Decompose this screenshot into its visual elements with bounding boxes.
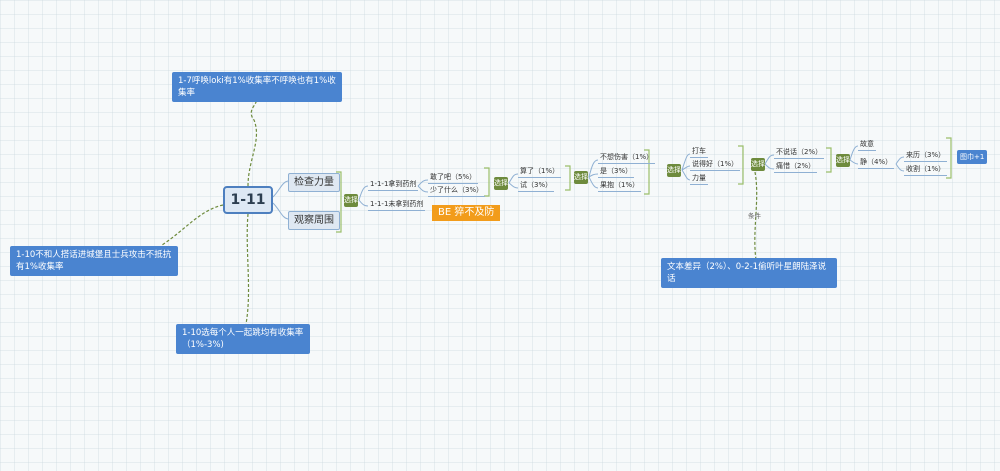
option-missing[interactable]: 少了什么（3%）: [428, 186, 486, 197]
option-not-take-potion[interactable]: 1-1-1未拿到药剂: [368, 200, 426, 211]
option-drink[interactable]: 敢了吧（5%）: [428, 173, 479, 184]
end-badge[interactable]: 图巾+1: [957, 150, 988, 164]
callout-top[interactable]: 1-7呼唤loki有1%收集率不呼唤也有1%收集率: [172, 72, 342, 102]
branch-check-strength[interactable]: 检查力量: [288, 173, 340, 192]
option-forget-it[interactable]: 算了（1%）: [518, 167, 562, 178]
choice-tag-6[interactable]: 选择: [836, 154, 850, 167]
option-pity[interactable]: 痛惜（2%）: [774, 162, 818, 173]
root-node[interactable]: 1-11: [223, 186, 273, 214]
choice-tag-5[interactable]: 选择: [751, 158, 765, 171]
option-well-said[interactable]: 说得好（1%）: [690, 160, 741, 171]
option-no-hurt[interactable]: 不想伤害（1%）: [598, 153, 656, 164]
option-yes[interactable]: 是（3%）: [598, 167, 635, 178]
option-power[interactable]: 力量: [690, 174, 708, 185]
option-quiet[interactable]: 静（4%）: [858, 158, 895, 169]
option-no-speak[interactable]: 不说话（2%）: [774, 148, 825, 159]
callout-right[interactable]: 文本差异（2%）、0-2-1偷听叶星朗陆泽说话: [661, 258, 837, 288]
choice-tag-3[interactable]: 选择: [574, 171, 588, 184]
option-resist[interactable]: 果抱（1%）: [598, 181, 642, 192]
choice-tag-2[interactable]: 选择: [494, 177, 508, 190]
option-try[interactable]: 试（3%）: [518, 181, 555, 192]
choice-tag-4[interactable]: 选择: [667, 164, 681, 177]
option-fight[interactable]: 打车: [690, 147, 708, 158]
condition-label: 条件: [748, 212, 761, 220]
option-origin[interactable]: 来历（3%）: [904, 151, 948, 162]
callout-left[interactable]: 1-10不和人搭话进城堡且士兵攻击不抵抗有1%收集率: [10, 246, 178, 276]
branch-observe-surroundings[interactable]: 观察周围: [288, 211, 340, 230]
option-take-potion[interactable]: 1-1-1拿到药剂: [368, 180, 419, 191]
choice-tag-1[interactable]: 选择: [344, 194, 358, 207]
option-harvest[interactable]: 收割（1%）: [904, 165, 948, 176]
callout-bottom[interactable]: 1-10选每个人一起跳均有收集率（1%-3%): [176, 324, 310, 354]
bad-ending-badge[interactable]: BE 猝不及防: [432, 205, 501, 221]
option-deliberate[interactable]: 故意: [858, 140, 876, 151]
